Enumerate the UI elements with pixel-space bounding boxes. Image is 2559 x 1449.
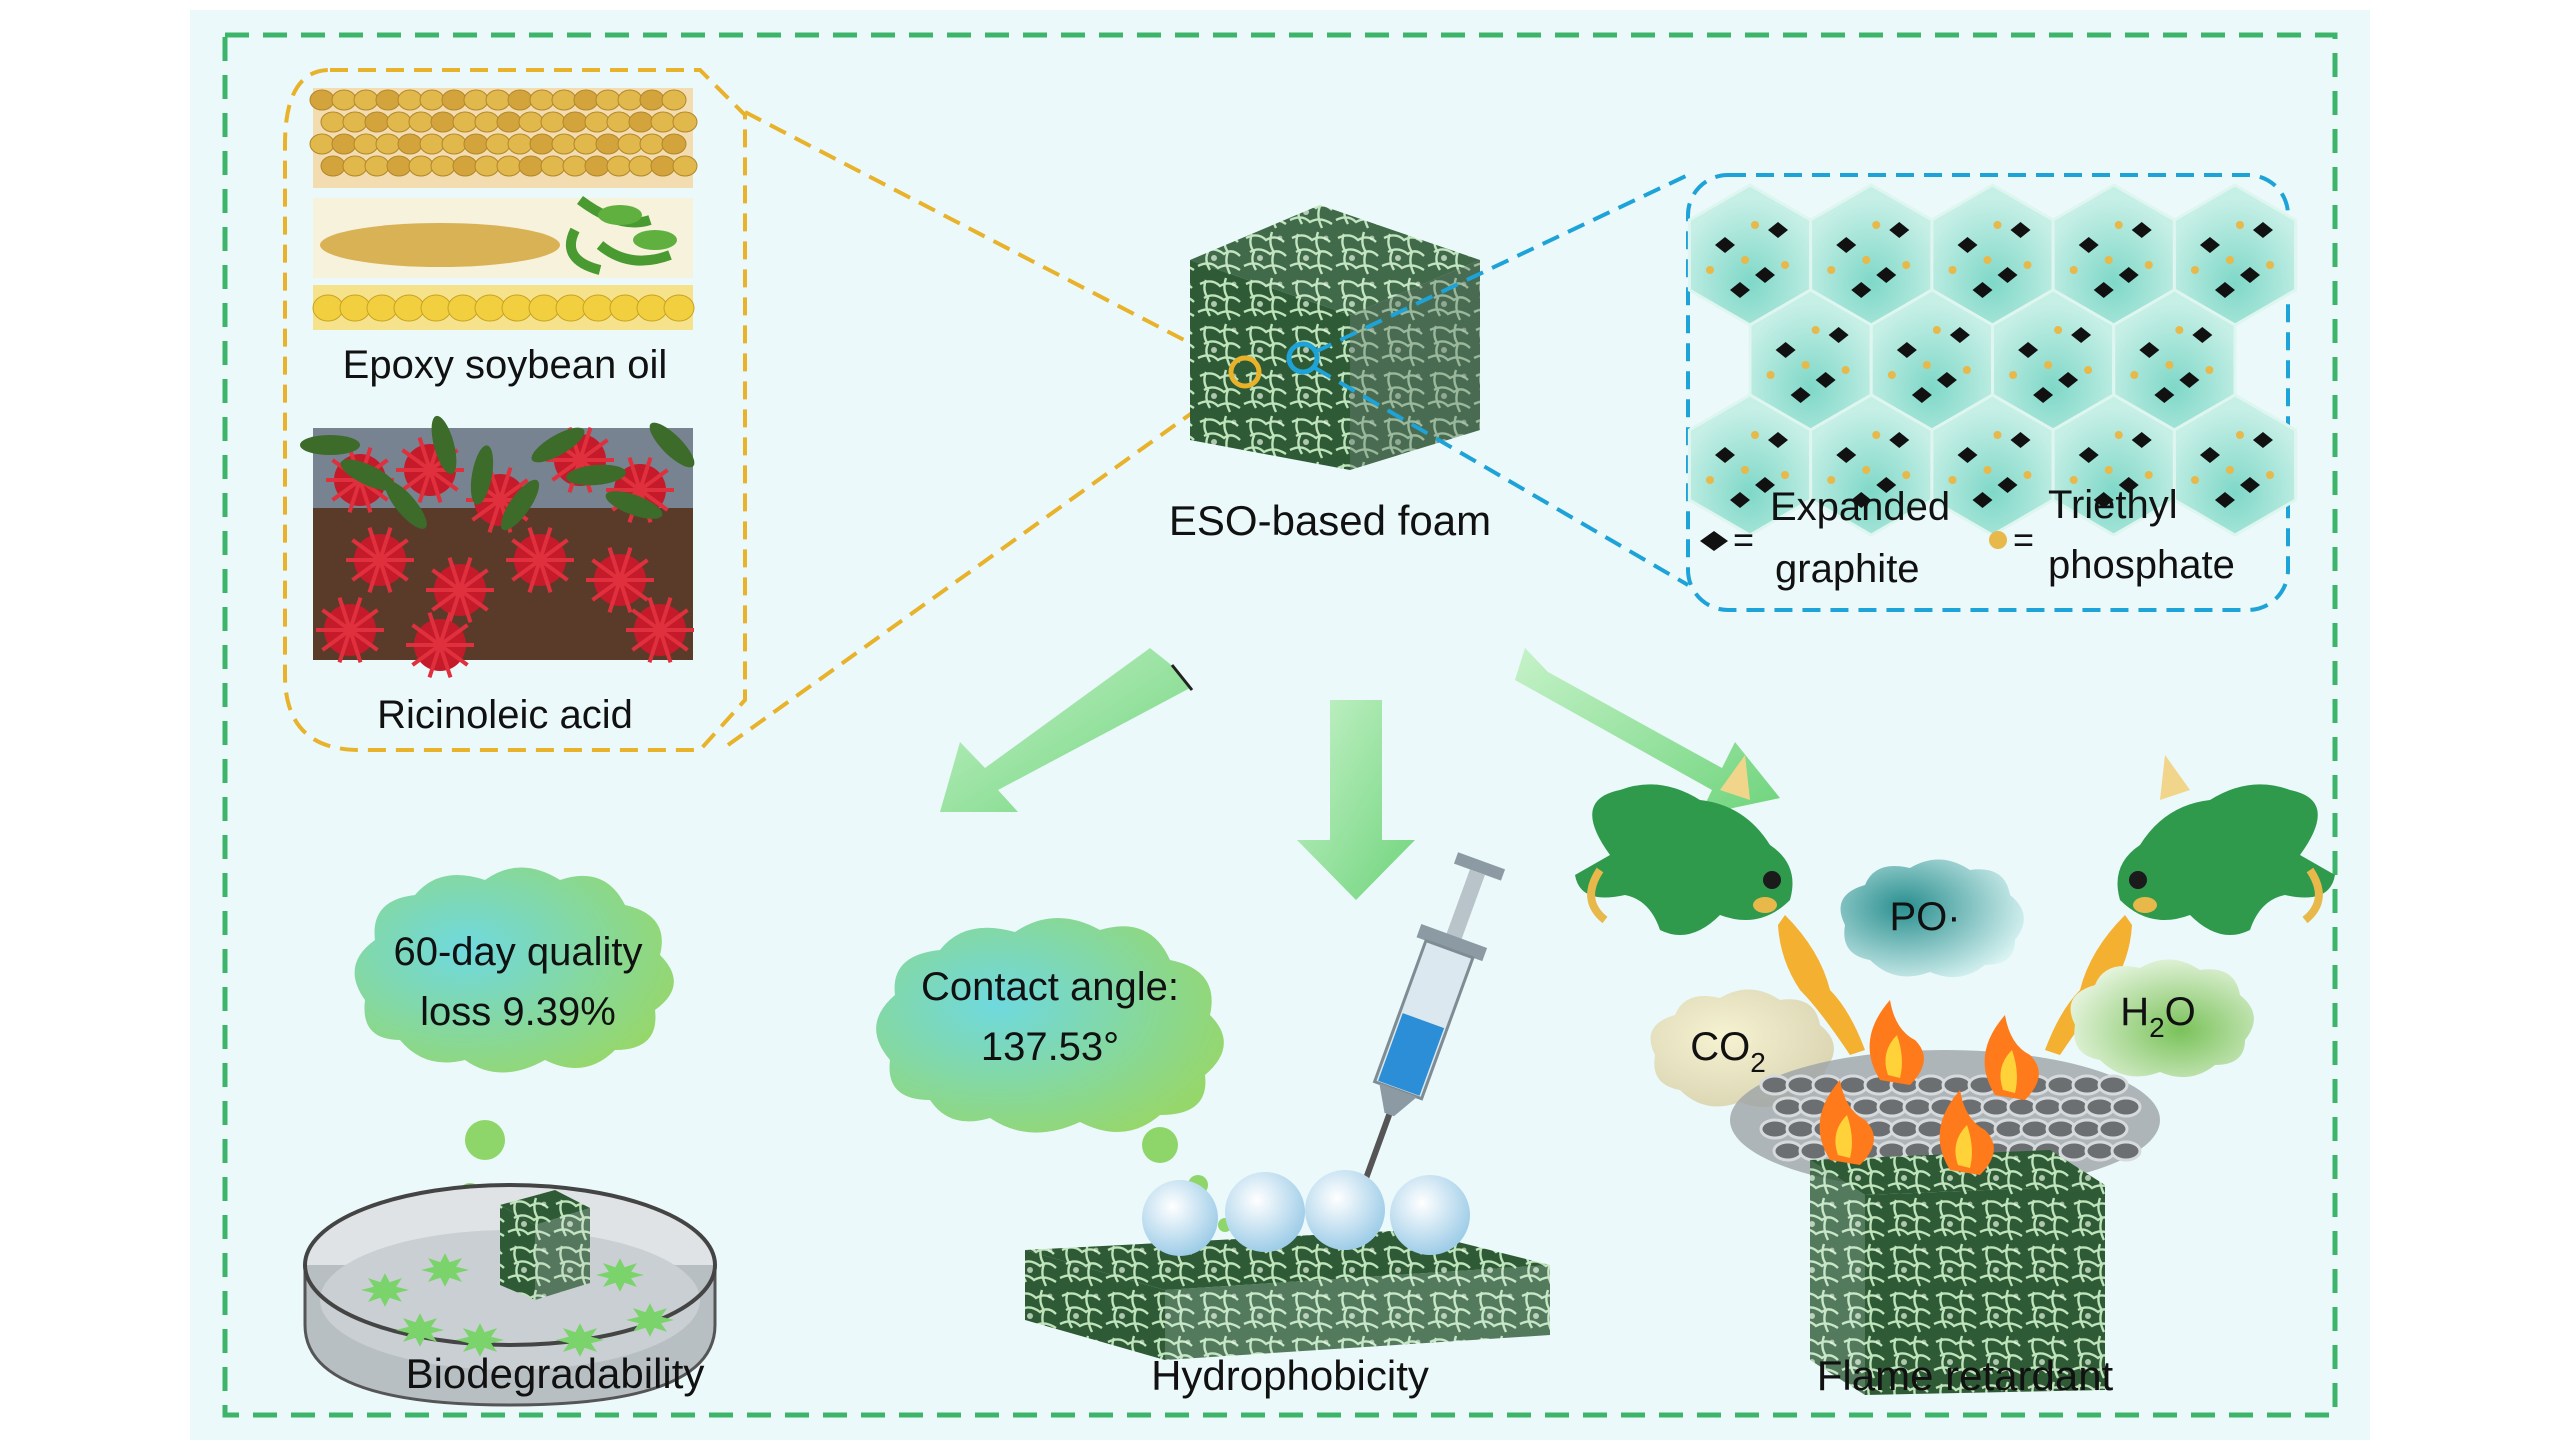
- co2-label: CO2: [1690, 1025, 1766, 1078]
- ricinoleic-image: [300, 415, 695, 678]
- flame-icon-3: [1819, 1080, 1874, 1165]
- h2o-h: H: [2120, 990, 2149, 1034]
- foam-cube: [1190, 205, 1480, 470]
- po-cloud: [1840, 859, 2024, 978]
- hydro-label: Hydrophobicity: [1151, 1352, 1429, 1399]
- blue-magnifier-circle: [1286, 341, 1320, 375]
- foam-label: ESO-based foam: [1169, 497, 1491, 544]
- microstructure-dashed-box: [1686, 173, 2290, 612]
- legend-eg-line2: graphite: [1775, 547, 1920, 591]
- h2o-o: O: [2165, 990, 2196, 1034]
- flame-breath-left: [1778, 915, 1865, 1055]
- hexagon-lattice: [1687, 183, 2298, 537]
- connector-yellow-bottom: [726, 378, 1240, 747]
- water-droplets: [1142, 1170, 1470, 1256]
- quality-cloud: [354, 867, 674, 1073]
- materials-dashed-box: [283, 68, 747, 752]
- outer-dashed-border: [222, 32, 2338, 1418]
- flame-icon-2: [1984, 1015, 2039, 1100]
- burning-foam-cube: [1810, 1150, 2105, 1395]
- legend-tep-line2: phosphate: [2048, 543, 2235, 587]
- quality-line1: 60-day quality: [393, 930, 642, 974]
- po-label: PO·: [1889, 895, 1960, 939]
- legend: = Expanded graphite = Triethyl phosphate: [1700, 483, 2235, 591]
- petri-dish-icon: [303, 1183, 717, 1407]
- legend-tep-line1: Triethyl: [2048, 483, 2178, 527]
- flame-breath-right: [2045, 915, 2132, 1055]
- legend-equals-1: =: [1733, 519, 1754, 560]
- arrow-left: [940, 648, 1194, 812]
- ricinoleic-label: Ricinoleic acid: [377, 693, 633, 737]
- soybean-image: [309, 88, 698, 330]
- contact-angle-cloud: [876, 917, 1224, 1133]
- legend-eg-line1: Expanded: [1770, 485, 1950, 529]
- syringe-icon: [1359, 852, 1506, 1191]
- flame-label: Flame retardant: [1817, 1352, 2114, 1399]
- h2o-cloud: [2070, 959, 2254, 1078]
- dragon-icon-left: [1575, 755, 1793, 935]
- quality-line2: loss 9.39%: [420, 990, 616, 1034]
- contact-line1: Contact angle:: [921, 965, 1179, 1009]
- yellow-magnifier-circle: [1228, 355, 1262, 389]
- connector-blue-bottom: [1313, 366, 1690, 587]
- water-drop-green-1: [1142, 1127, 1178, 1163]
- connector-yellow-top: [744, 110, 1239, 370]
- biodeg-label: Biodegradability: [406, 1350, 705, 1397]
- arrow-down: [1297, 700, 1415, 900]
- flame-icon-4: [1939, 1090, 1994, 1175]
- legend-equals-2: =: [2013, 519, 2034, 560]
- co2-subscript: 2: [1750, 1047, 1766, 1078]
- black-diamond-icon: [1700, 531, 1728, 551]
- co2-main: CO: [1690, 1025, 1750, 1069]
- contact-line2: 137.53°: [981, 1025, 1119, 1069]
- h2o-subscript: 2: [2149, 1012, 2165, 1043]
- connector-blue-top: [1314, 173, 1689, 354]
- arrow-right: [1515, 648, 1780, 815]
- flame-icon-1: [1869, 1000, 1924, 1085]
- dragon-icon-right: [2117, 755, 2335, 935]
- yellow-dot-icon: [1989, 531, 2007, 549]
- green-dot-large: [465, 1120, 505, 1160]
- soybean-label: Epoxy soybean oil: [343, 343, 668, 387]
- h2o-label: H2O: [2120, 990, 2196, 1043]
